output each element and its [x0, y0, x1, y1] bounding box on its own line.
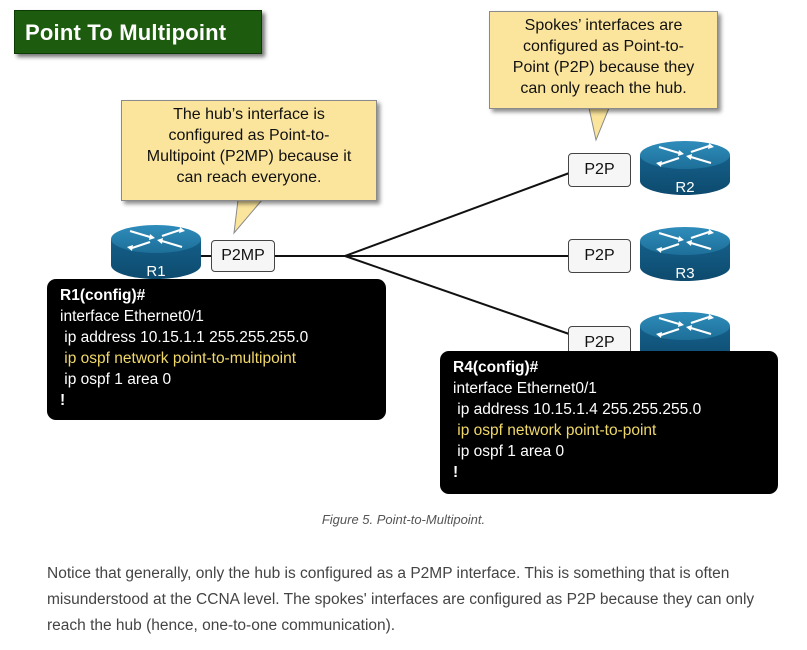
figure-caption: Figure 5. Point-to-Multipoint.	[321, 512, 486, 527]
config-line: ip address 10.15.1.1 255.255.255.0	[60, 329, 309, 346]
link-hub-r4	[344, 255, 573, 336]
interface-label-r3: P2P	[568, 239, 631, 273]
config-line: !	[60, 392, 66, 409]
body-paragraph: Notice that generally, only the hub is c…	[47, 565, 755, 634]
spoke-callout-pointer	[588, 107, 610, 142]
link-hub-r2	[344, 171, 573, 257]
router-r2	[640, 141, 730, 195]
router-r3	[640, 227, 730, 281]
router-icon	[111, 225, 201, 279]
router-icon	[640, 227, 730, 281]
interface-label-hub: P2MP	[211, 240, 275, 272]
config-line-highlight: ip ospf network point-to-multipoint	[60, 350, 297, 367]
config-line: ip address 10.15.1.4 255.255.255.0	[453, 401, 702, 418]
config-line: ip ospf 1 area 0	[453, 443, 565, 460]
config-line: ip ospf 1 area 0	[60, 371, 172, 388]
config-line: interface Ethernet0/1	[60, 308, 204, 325]
config-line: interface Ethernet0/1	[453, 380, 597, 397]
hub-callout: The hub’s interface is configured as Poi…	[121, 100, 377, 201]
r4-config-block: R4(config)# interface Ethernet0/1 ip addr…	[440, 351, 778, 494]
spoke-callout: Spokes’ interfaces are configured as Poi…	[489, 11, 718, 109]
config-prompt: R1(config)#	[60, 287, 146, 304]
config-prompt: R4(config)#	[453, 359, 539, 376]
router-r1	[111, 225, 201, 279]
interface-label-r2: P2P	[568, 153, 631, 187]
config-line: !	[453, 464, 459, 481]
router-label-r2: R2	[675, 179, 694, 196]
diagram-title: Point To Multipoint	[14, 10, 262, 54]
router-icon	[640, 141, 730, 195]
links	[200, 171, 573, 336]
router-label-r3: R3	[675, 265, 694, 282]
hub-callout-pointer	[233, 199, 264, 235]
router-label-r1: R1	[146, 263, 165, 280]
config-line-highlight: ip ospf network point-to-point	[453, 422, 657, 439]
r1-config-block: R1(config)# interface Ethernet0/1 ip addr…	[47, 279, 386, 420]
